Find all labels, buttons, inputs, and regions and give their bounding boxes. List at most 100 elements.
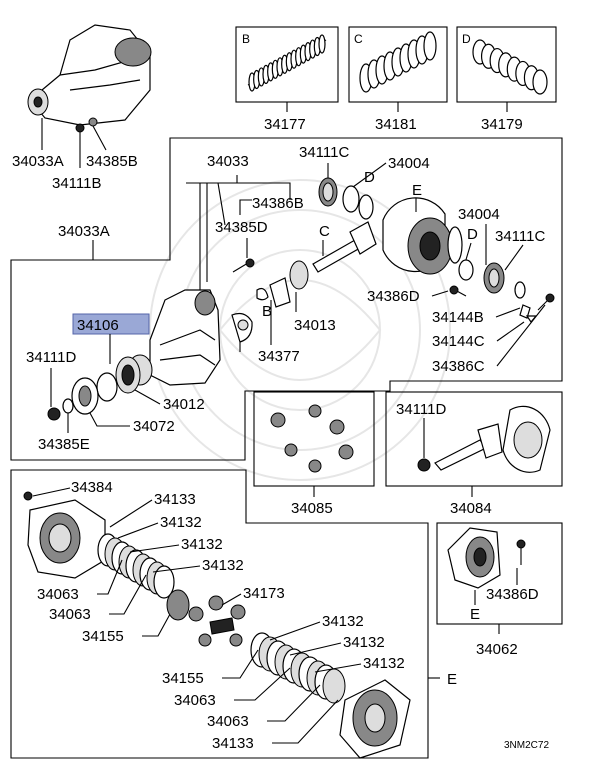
box-d-letter: D (462, 32, 471, 46)
spacer-34013-icon (269, 260, 309, 308)
part-34377-label[interactable]: 34377 (258, 348, 300, 365)
letter-D-top-label: D (364, 169, 375, 186)
part-34385D-label[interactable]: 34385D (215, 219, 268, 236)
spider-gears-icon (166, 589, 246, 647)
companion-flange-34012-icon (115, 356, 141, 394)
part-34386C-label[interactable]: 34386C (432, 358, 485, 375)
part-34072-label[interactable]: 34072 (133, 418, 175, 435)
spring-c-coil (423, 31, 437, 61)
part-34085-label[interactable]: 34085 (291, 500, 333, 517)
part-34013-label[interactable]: 34013 (294, 317, 336, 334)
side-gears-icon (270, 404, 354, 473)
part-34155-b-label[interactable]: 34155 (162, 670, 204, 687)
part-34132-a-label[interactable]: 34132 (160, 514, 202, 531)
part-34062-label[interactable]: 34062 (476, 641, 518, 658)
differential-carrier-assembly-icon (27, 24, 152, 133)
case-bolt-icon (516, 539, 526, 565)
part-34004-top-label[interactable]: 34004 (388, 155, 430, 172)
bearing-cap-icon (231, 287, 269, 343)
part-34111C-right-label[interactable]: 34111C (495, 228, 545, 245)
spring-b-icon (247, 34, 327, 92)
spring-box-c[interactable]: C 34181 (348, 26, 448, 133)
part-34111B-label[interactable]: 34111B (52, 175, 102, 192)
part-34132-f-label[interactable]: 34132 (363, 655, 405, 672)
box-b-letter: B (242, 32, 250, 46)
diagram-code: 3NM2C72 (504, 740, 549, 751)
bolt-34386D-icon (449, 285, 467, 297)
spring-d-coil (532, 69, 548, 95)
lsd-cover-icon (339, 679, 411, 759)
watermark-seal (149, 179, 451, 481)
part-34063-d-label[interactable]: 34063 (207, 713, 249, 730)
part-34012-label[interactable]: 34012 (163, 396, 205, 413)
washer-34144B-icon (519, 304, 538, 324)
part-34144B-label[interactable]: 34144B (432, 309, 484, 326)
lsd-assembly-frame (10, 469, 440, 759)
part-34133-bottom-label[interactable]: 34133 (212, 735, 254, 752)
pinion-gear-icon (417, 405, 551, 473)
pinion-box[interactable]: 34111D 34084 (385, 391, 563, 517)
case-box-letter-E: E (470, 606, 480, 623)
part-34386B-label[interactable]: 34386B (252, 195, 304, 212)
oil-seal-34072-icon (71, 372, 118, 415)
case-box-34386D-label[interactable]: 34386D (486, 586, 539, 603)
part-34173-label[interactable]: 34173 (243, 585, 285, 602)
part-34385B-label[interactable]: 34385B (86, 153, 138, 170)
part-34111C-top-label[interactable]: 34111C (299, 144, 349, 161)
spring-box-b[interactable]: B 34177 (235, 26, 339, 133)
part-34177-label[interactable]: 34177 (264, 116, 306, 133)
part-34155-a-label[interactable]: 34155 (82, 628, 124, 645)
part-34384-label[interactable]: 34384 (71, 479, 113, 496)
diff-case-icon (447, 527, 501, 589)
race-34004-top-icon (342, 185, 374, 220)
friction-plate-upper (153, 565, 175, 599)
part-34063-a-label[interactable]: 34063 (37, 586, 79, 603)
part-34033A-label[interactable]: 34033A (58, 223, 110, 240)
part-34033-label[interactable]: 34033 (207, 153, 249, 170)
part-34111D-label[interactable]: 34111D (26, 349, 76, 366)
part-34033A-top-label[interactable]: 34033A (12, 153, 64, 170)
nut-washer-34385E-icon (47, 398, 74, 421)
main-assembly-frame (10, 137, 563, 461)
spring-d-icon (472, 39, 548, 95)
spring-c-icon (359, 31, 437, 93)
part-34063-c-label[interactable]: 34063 (174, 692, 216, 709)
part-34133-top-label[interactable]: 34133 (154, 491, 196, 508)
part-34181-label[interactable]: 34181 (375, 116, 417, 133)
bolt-34386C-icon (537, 293, 555, 311)
bearing-34111C-top-icon (318, 177, 338, 207)
lsd-case-icon (23, 491, 106, 579)
friction-plate-lower (322, 668, 346, 704)
letter-E-label: E (412, 182, 422, 199)
letter-D-right-label: D (467, 226, 478, 243)
part-34385E-label[interactable]: 34385E (38, 436, 90, 453)
friction-plates-upper-icon (97, 533, 175, 599)
carrier-housing-34106-icon (127, 289, 221, 386)
part-34106-highlight[interactable] (72, 313, 150, 335)
bearing-34111C-right-icon (483, 262, 526, 299)
part-34132-b-label[interactable]: 34132 (181, 536, 223, 553)
ring-gear-case-icon (382, 197, 463, 275)
part-34063-b-label[interactable]: 34063 (49, 606, 91, 623)
part-34132-e-label[interactable]: 34132 (343, 634, 385, 651)
gears-box[interactable]: 34085 (253, 391, 375, 517)
pinion-box-34111D-label[interactable]: 34111D (396, 401, 446, 418)
part-34144C-label[interactable]: 34144C (432, 333, 485, 350)
part-34132-c-label[interactable]: 34132 (202, 557, 244, 574)
friction-plates-lower-icon (250, 632, 346, 704)
part-34179-label[interactable]: 34179 (481, 116, 523, 133)
part-34132-d-label[interactable]: 34132 (322, 613, 364, 630)
diff-case-box[interactable]: 34386D E 34062 (436, 522, 563, 658)
part-34106-label[interactable]: 34106 (77, 317, 119, 334)
lsd-letter-E-label: E (447, 671, 457, 688)
drive-pinion-icon (312, 221, 377, 273)
part-34386D-label[interactable]: 34386D (367, 288, 420, 305)
spring-box-d[interactable]: D 34179 (456, 26, 557, 133)
box-c-letter: C (354, 32, 363, 46)
spring-b-coil (318, 34, 326, 54)
letter-B-label: B (262, 303, 272, 320)
part-34004-right-label[interactable]: 34004 (458, 206, 500, 223)
race-34004-right-icon (458, 259, 474, 281)
part-34084-label[interactable]: 34084 (450, 500, 492, 517)
